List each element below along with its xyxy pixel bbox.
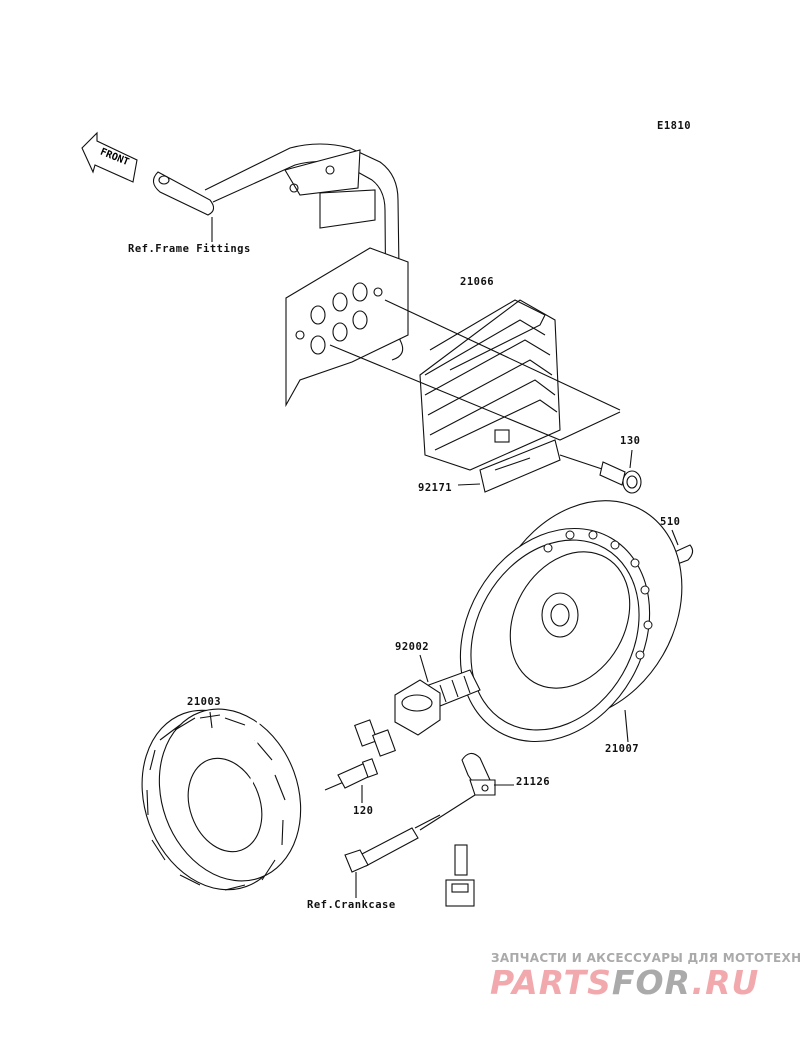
regulator-rectifier <box>329 299 621 471</box>
bolt-120 <box>324 758 379 791</box>
label-ref-crankcase: Ref.Crankcase <box>307 899 396 911</box>
watermark-part2: FOR <box>611 963 692 1002</box>
bolt-92002 <box>394 669 481 736</box>
wire-harness <box>243 679 475 907</box>
label-21066[interactable]: 21066 <box>460 276 495 288</box>
watermark-part3: .RU <box>691 963 760 1002</box>
label-ref-frame-fittings: Ref.Frame Fittings <box>128 243 251 255</box>
flywheel-21007 <box>459 500 683 743</box>
stator-21003 <box>141 708 302 891</box>
watermark-tagline: ЗАПЧАСТИ И АКСЕССУАРЫ ДЛЯ МОТОТЕХНИКИ <box>491 951 800 965</box>
label-21007[interactable]: 21007 <box>605 743 640 755</box>
frame-bracket <box>152 143 409 408</box>
bolt-130 <box>559 454 642 494</box>
clamp-21126 <box>419 752 514 831</box>
plate-92171 <box>479 439 561 493</box>
watermark-part1: PARTS <box>490 963 612 1002</box>
label-510[interactable]: 510 <box>660 516 681 528</box>
front-arrow-icon: FRONT <box>81 131 138 183</box>
label-92002[interactable]: 92002 <box>395 641 430 653</box>
diagram-code: E1810 <box>657 120 692 132</box>
watermark-logo: PARTSFOR.RU <box>490 963 759 1002</box>
label-120[interactable]: 120 <box>353 805 374 817</box>
label-130[interactable]: 130 <box>620 435 641 447</box>
label-92171[interactable]: 92171 <box>418 482 453 494</box>
label-21003[interactable]: 21003 <box>187 696 222 708</box>
crankcase-bolt <box>344 814 441 873</box>
label-21126[interactable]: 21126 <box>516 776 551 788</box>
